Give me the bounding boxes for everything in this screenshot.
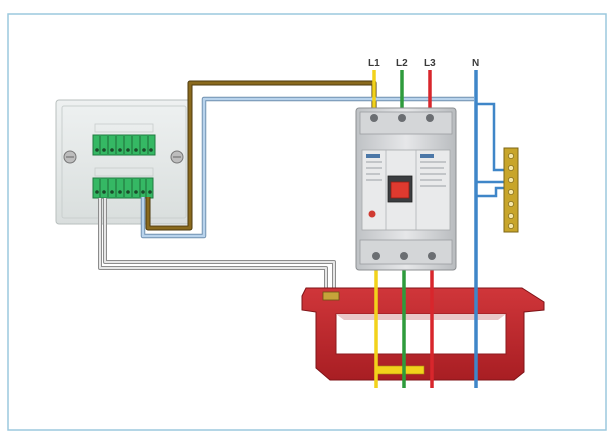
label-n: N (472, 58, 479, 69)
light-blue-voltage-wire (140, 96, 474, 239)
terminal-block-upper (92, 123, 156, 156)
meter-module (55, 99, 193, 225)
label-l3: L3 (424, 58, 436, 69)
terminal-block-lower (92, 167, 154, 199)
breaker-test-button (368, 210, 376, 218)
label-l1: L1 (368, 58, 380, 69)
current-transformer-front (316, 354, 524, 378)
neutral-wire-loops (476, 102, 508, 198)
ct-secondary-terminal (322, 291, 340, 301)
neutral-busbar (503, 147, 519, 233)
ct-signal-wires (98, 198, 336, 296)
circuit-breaker (355, 107, 457, 271)
label-l2: L2 (396, 58, 408, 69)
phase-conductors (372, 70, 434, 388)
breaker-handle (390, 181, 410, 199)
